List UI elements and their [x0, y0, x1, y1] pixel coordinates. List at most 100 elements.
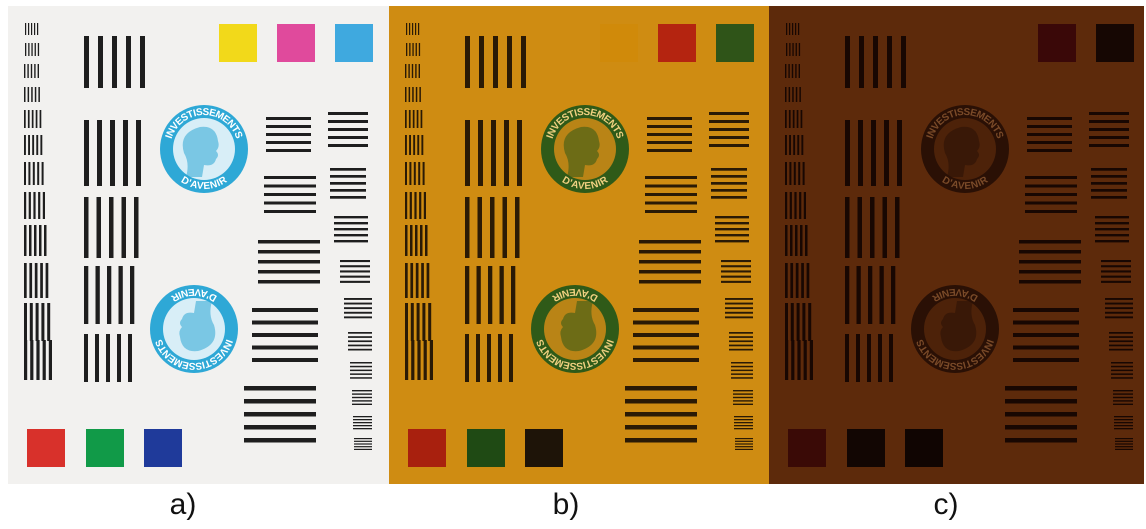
left-bar-group	[24, 135, 43, 155]
horizontal-bar	[735, 438, 753, 440]
vertical-bar	[897, 120, 902, 186]
bottom-color-swatch	[847, 429, 885, 467]
vertical-bar	[521, 36, 526, 88]
horizontal-bar	[721, 265, 751, 268]
vertical-bar	[423, 192, 426, 219]
vertical-bar	[25, 23, 27, 35]
horizontal-bar	[350, 369, 372, 372]
left-bar-group	[785, 225, 808, 256]
horizontal-bar	[735, 446, 753, 448]
horizontal-bar	[639, 270, 701, 274]
horizontal-bar	[1005, 412, 1077, 417]
vertical-bar	[795, 64, 797, 78]
left-bar-group	[405, 340, 433, 380]
left-bar-group	[24, 192, 45, 219]
horizontal-bar	[645, 184, 697, 188]
horizontal-bar	[352, 400, 372, 402]
vertical-bar	[31, 110, 34, 128]
horizontal-bar	[1095, 234, 1129, 237]
horizontal-bar	[350, 373, 372, 375]
horizontal-bar	[1095, 222, 1129, 225]
vertical-bar	[24, 135, 26, 155]
vertical-bar	[792, 110, 795, 128]
horizontal-bar	[1091, 196, 1127, 199]
vertical-bar	[801, 263, 804, 298]
vertical-bar	[39, 110, 42, 128]
vertical-bar	[785, 110, 787, 128]
vertical-bar	[36, 135, 39, 155]
horizontal-bar-group	[258, 240, 320, 284]
vertical-bar	[882, 197, 887, 258]
small-horizontal-bar-group	[340, 260, 370, 283]
vertical-bar	[405, 87, 407, 102]
small-horizontal-bar-group	[330, 168, 366, 199]
horizontal-bar	[1025, 176, 1077, 179]
horizontal-bar	[344, 307, 372, 310]
vertical-bar	[409, 192, 412, 219]
horizontal-bar-group	[1027, 117, 1072, 152]
horizontal-bar	[1101, 260, 1131, 263]
bottom-color-swatch	[144, 429, 182, 467]
vertical-bar	[420, 225, 423, 256]
horizontal-bar	[352, 403, 372, 405]
vertical-bar	[419, 87, 421, 102]
vertical-bar	[878, 334, 882, 382]
vertical-bar	[409, 162, 412, 185]
vertical-bar	[799, 192, 802, 219]
logo-bottom-text: D'AVENIR	[940, 174, 991, 192]
horizontal-bar	[633, 333, 699, 337]
small-horizontal-bar-group	[731, 362, 753, 379]
horizontal-bar	[734, 419, 753, 421]
vertical-bar	[870, 197, 875, 258]
horizontal-bar	[1114, 422, 1133, 424]
vertical-bar	[41, 162, 44, 185]
vertical-bar	[412, 23, 414, 35]
vertical-bar	[887, 36, 892, 88]
horizontal-bar	[715, 216, 749, 219]
horizontal-bar	[709, 112, 749, 115]
vertical-bar	[37, 43, 40, 56]
vertical-bar	[857, 197, 862, 258]
vertical-bar	[29, 225, 32, 256]
horizontal-bar	[344, 311, 372, 314]
horizontal-bar	[340, 260, 370, 263]
vertical-bar	[44, 225, 47, 256]
vertical-bar	[24, 110, 26, 128]
horizontal-bar	[330, 196, 366, 199]
horizontal-bar	[334, 216, 368, 219]
horizontal-bar	[252, 345, 318, 350]
vertical-bar	[790, 225, 793, 256]
horizontal-bar	[328, 136, 368, 139]
small-horizontal-bar-group	[354, 438, 372, 450]
horizontal-bar	[252, 333, 318, 337]
left-bar-group	[24, 162, 44, 185]
horizontal-bar-group	[625, 386, 697, 443]
vertical-bar	[805, 225, 808, 256]
top-color-swatch	[980, 24, 1018, 62]
vertical-bar	[517, 120, 522, 186]
horizontal-bar	[733, 393, 753, 395]
horizontal-bar	[252, 308, 318, 312]
horizontal-bar	[711, 196, 747, 199]
horizontal-bar	[354, 448, 372, 450]
vertical-bar	[31, 23, 33, 35]
left-bar-group	[405, 135, 424, 155]
left-bar-group	[785, 64, 800, 78]
vertical-bar	[24, 64, 26, 78]
vertical-bar	[801, 135, 804, 155]
horizontal-bar	[1027, 117, 1072, 120]
vertical-bar	[32, 162, 35, 185]
horizontal-bar-group	[266, 117, 311, 152]
vertical-bar	[405, 225, 408, 256]
left-bar-group	[405, 110, 423, 128]
horizontal-bar	[735, 448, 753, 450]
vertical-bar	[785, 303, 788, 341]
vertical-bar	[84, 36, 89, 88]
horizontal-bar	[344, 302, 372, 305]
vertical-bar	[798, 23, 800, 35]
vertical-bar	[785, 162, 787, 185]
